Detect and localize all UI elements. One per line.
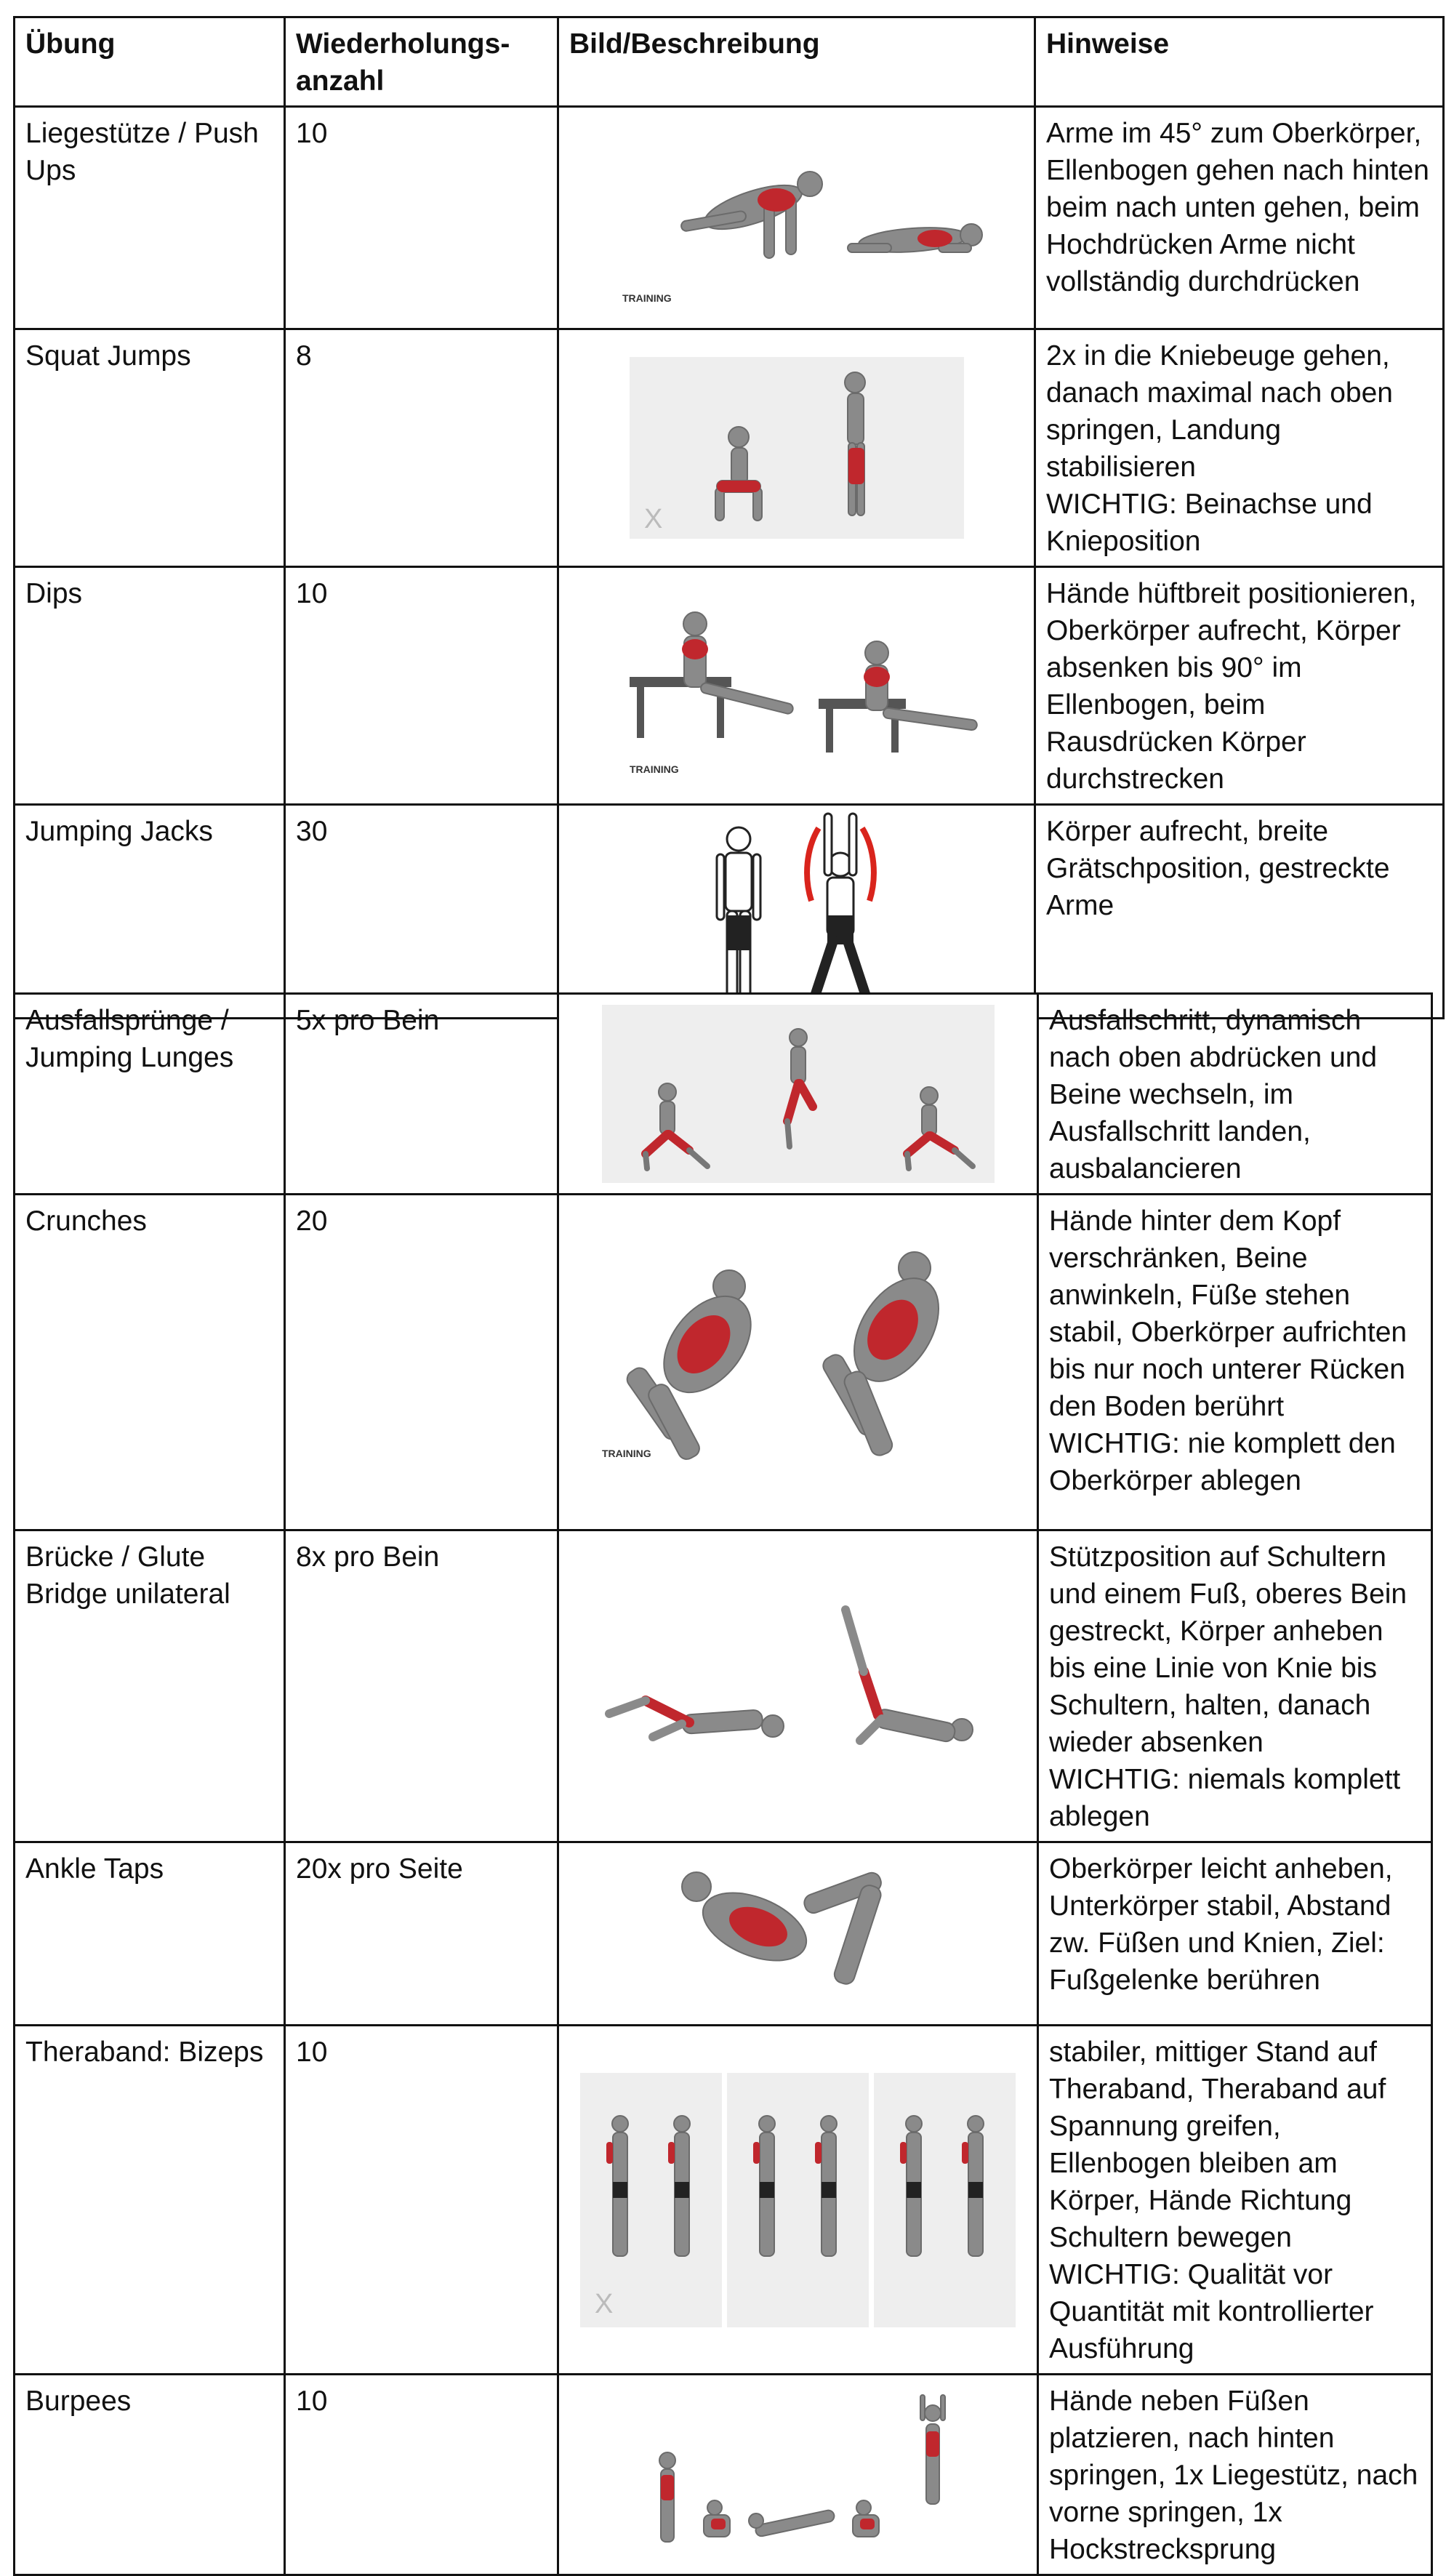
table-row: Ausfallsprünge / Jumping Lunges 5x pro B… xyxy=(13,992,1433,1195)
exercise-reps: 20x pro Seite xyxy=(284,1841,559,2026)
x-watermark: X xyxy=(644,504,662,534)
header-notes: Hinweise xyxy=(1034,16,1445,108)
exercise-note: Hände hinter dem Kopf verschränken, Bein… xyxy=(1037,1193,1433,1531)
exercise-name: Jumping Jacks xyxy=(13,803,286,1019)
exercise-name: Brücke / Glute Bridge unilateral xyxy=(13,1529,286,1843)
squat-jump-illustration: X xyxy=(557,328,1036,568)
exercise-note: Stützposition auf Schultern und einem Fu… xyxy=(1037,1529,1433,1843)
table-row: Theraband: Bizeps 10 xyxy=(13,2024,1433,2375)
exercise-name: Theraband: Bizeps xyxy=(13,2024,286,2375)
training-stamp: TRAINING xyxy=(630,763,679,775)
exercise-reps: 20 xyxy=(284,1193,559,1531)
push-up-illustration: TRAINING xyxy=(557,105,1036,330)
exercise-name: Ankle Taps xyxy=(13,1841,286,2026)
exercise-reps: 30 xyxy=(284,803,559,1019)
dips-illustration: TRAINING xyxy=(557,566,1036,806)
exercise-reps: 5x pro Bein xyxy=(284,992,559,1195)
table-row: Brücke / Glute Bridge unilateral 8x pro … xyxy=(13,1529,1433,1843)
training-stamp: TRAINING xyxy=(622,292,672,304)
ankle-taps-illustration xyxy=(557,1841,1039,2026)
exercise-name: Dips xyxy=(13,566,286,806)
table-row: Burpees 10 xyxy=(13,2373,1433,2576)
table-row: Squat Jumps 8 xyxy=(13,328,1445,568)
exercise-reps: 10 xyxy=(284,105,559,330)
exercise-name: Crunches xyxy=(13,1193,286,1531)
exercise-table-1: Übung Wiederholungs- anzahl Bild/Beschre… xyxy=(13,16,1445,1019)
training-stamp: TRAINING xyxy=(602,1448,651,1459)
exercise-name: Ausfallsprünge / Jumping Lunges xyxy=(13,992,286,1195)
theraband-biceps-illustration: X xyxy=(557,2024,1039,2375)
exercise-note: Körper aufrecht, breite Grätschposition,… xyxy=(1034,803,1445,1019)
table-row: Crunches 20 TRAIN xyxy=(13,1193,1433,1531)
exercise-note: 2x in die Kniebeuge gehen, danach maxima… xyxy=(1034,328,1445,568)
table-row: Liegestütze / Push Ups 10 xyxy=(13,105,1445,330)
exercise-note: Oberkörper leicht anheben, Unterkörper s… xyxy=(1037,1841,1433,2026)
table-row: Jumping Jacks 30 xyxy=(13,803,1445,1019)
jumping-lunges-illustration xyxy=(557,992,1039,1195)
exercise-name: Liegestütze / Push Ups xyxy=(13,105,286,330)
table-header-row: Übung Wiederholungs- anzahl Bild/Beschre… xyxy=(13,16,1445,108)
exercise-reps: 10 xyxy=(284,2373,559,2576)
exercise-note: stabiler, mittiger Stand auf Theraband, … xyxy=(1037,2024,1433,2375)
table-row: Ankle Taps 20x pro Seite Oberkörper leic… xyxy=(13,1841,1433,2026)
glute-bridge-illustration xyxy=(557,1529,1039,1843)
jumping-jacks-illustration xyxy=(557,803,1036,1019)
exercise-name: Squat Jumps xyxy=(13,328,286,568)
exercise-note: Hände hüftbreit positionieren, Oberkörpe… xyxy=(1034,566,1445,806)
exercise-note: Hände neben Füßen platzieren, nach hinte… xyxy=(1037,2373,1433,2576)
exercise-note: Ausfallschritt, dynamisch nach oben abdr… xyxy=(1037,992,1433,1195)
exercise-reps: 8 xyxy=(284,328,559,568)
exercise-table-2: Ausfallsprünge / Jumping Lunges 5x pro B… xyxy=(13,992,1433,2576)
header-image: Bild/Beschreibung xyxy=(557,16,1036,108)
exercise-name: Burpees xyxy=(13,2373,286,2576)
exercise-reps: 10 xyxy=(284,2024,559,2375)
header-reps: Wiederholungs- anzahl xyxy=(284,16,559,108)
exercise-note: Arme im 45° zum Oberkörper, Ellenbogen g… xyxy=(1034,105,1445,330)
table-row: Dips 10 xyxy=(13,566,1445,806)
exercise-reps: 8x pro Bein xyxy=(284,1529,559,1843)
crunches-illustration: TRAINING xyxy=(557,1193,1039,1531)
header-exercise: Übung xyxy=(13,16,286,108)
burpees-illustration xyxy=(557,2373,1039,2576)
x-watermark: X xyxy=(595,2289,613,2319)
exercise-reps: 10 xyxy=(284,566,559,806)
